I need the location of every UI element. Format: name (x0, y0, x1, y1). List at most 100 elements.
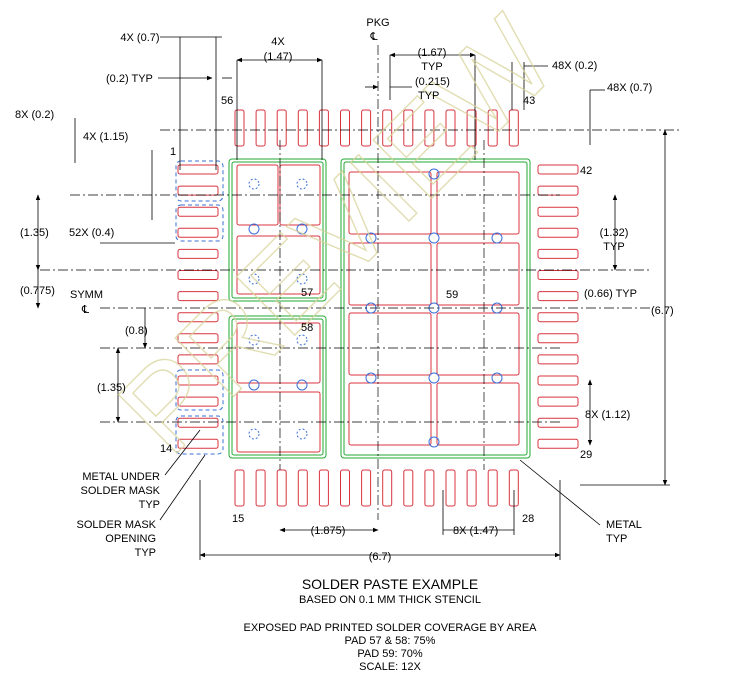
dim-1-35-upper: (1.35) (20, 227, 49, 239)
bottom-pad (255, 469, 266, 507)
dim-8x-1-47: 8X (1.47) (453, 525, 498, 537)
left-pad (177, 270, 219, 280)
top-pad (487, 109, 498, 147)
dim-0-775: (0.775) (20, 285, 55, 297)
dim-1-47-top: (1.47) (264, 51, 293, 63)
dim-1-32: (1.32) (600, 227, 629, 239)
exposed-pad-58 (228, 315, 327, 459)
pin-29: 29 (580, 449, 592, 461)
top-pad (361, 109, 372, 147)
right-pad (537, 185, 579, 196)
dimension-lines (35, 36, 670, 560)
right-pad (537, 354, 579, 365)
right-pad (537, 333, 579, 344)
top-pad (276, 109, 287, 147)
right-pad (537, 248, 579, 259)
bottom-pad (234, 469, 245, 507)
right-pad (537, 396, 579, 407)
right-pad (537, 438, 579, 449)
dim-1-35-lower: (1.35) (97, 382, 126, 394)
pin-59: 59 (446, 289, 458, 301)
metal-typ-label-2: TYP (606, 533, 627, 545)
symm-label: SYMM (70, 289, 103, 301)
coverage-heading: EXPOSED PAD PRINTED SOLDER COVERAGE BY A… (243, 622, 537, 634)
bottom-pad (487, 469, 498, 507)
left-pad (177, 227, 219, 238)
left-pad (177, 248, 219, 259)
exposed-pad-59 (340, 158, 531, 459)
left-pad (177, 291, 219, 302)
right-pad (537, 270, 579, 280)
pin-43: 43 (523, 95, 535, 107)
scale-note: SCALE: 12X (359, 661, 421, 673)
bottom-pad (445, 469, 456, 507)
left-pad (177, 312, 219, 323)
top-pad (382, 109, 393, 147)
top-pad (255, 109, 266, 147)
dim-0-8: (0.8) (125, 325, 148, 337)
exposed-pad-57 (228, 158, 327, 302)
bottom-pad (297, 469, 308, 507)
dim-48x-0-2: 48X (0.2) (552, 60, 597, 72)
dim-0-215: (0.215) (415, 76, 450, 88)
metal-under-label-3: TYP (139, 499, 160, 511)
solder-mask-openings (175, 160, 224, 455)
dim-0-215-typ: TYP (418, 90, 439, 102)
dim-4x-label: 4X (271, 36, 285, 48)
dim-6-7-right: (6.7) (651, 305, 674, 317)
dim-8x-0-2: 8X (0.2) (15, 109, 54, 121)
left-pad (177, 206, 219, 217)
right-pad (537, 206, 579, 217)
top-pad (424, 109, 435, 147)
pkg-cl-symbol: ℄ (369, 31, 377, 43)
right-pad (537, 375, 579, 386)
bottom-pad (403, 469, 414, 507)
metal-typ-label-1: METAL (606, 519, 642, 531)
right-pad (537, 417, 579, 428)
pin-42: 42 (580, 165, 592, 177)
example-subtitle: BASED ON 0.1 MM THICK STENCIL (299, 594, 481, 606)
dim-0-2-typ: (0.2) TYP (106, 73, 153, 85)
bottom-pad (361, 469, 372, 507)
right-pad (537, 291, 579, 302)
dim-1-32-typ: TYP (603, 241, 624, 253)
pin-1: 1 (170, 146, 176, 158)
top-pad (403, 109, 414, 147)
coverage-59: PAD 59: 70% (357, 648, 422, 660)
left-terminal-pads (177, 164, 219, 449)
top-pad (234, 109, 245, 147)
pin-numbers: 1 14 15 28 29 42 43 56 57 58 59 (160, 95, 592, 525)
pin-58: 58 (301, 322, 313, 334)
dim-4x-0-7: 4X (0.7) (120, 32, 159, 44)
top-pad (508, 109, 519, 147)
pin-57: 57 (301, 287, 313, 299)
dim-8x-1-12: 8X (1.12) (585, 409, 630, 421)
top-pad (297, 109, 308, 147)
left-pad (177, 396, 219, 407)
dim-4x-1-15: 4X (1.15) (83, 131, 128, 143)
preview-watermark: PREVIEW (94, 0, 580, 478)
bottom-pad (340, 469, 350, 507)
bottom-pad (382, 469, 393, 507)
dim-52x-0-4: 52X (0.4) (69, 227, 114, 239)
right-pad (537, 227, 579, 238)
right-pad (537, 312, 579, 323)
dim-48x-0-7: 48X (0.7) (607, 82, 652, 94)
bottom-terminal-pads (234, 469, 519, 507)
sm-opening-label-2: OPENING (105, 533, 156, 545)
bottom-pad (276, 469, 287, 507)
left-pad (177, 354, 219, 365)
left-pad (177, 375, 219, 386)
pkg-label: PKG (366, 17, 389, 29)
left-pad (177, 185, 219, 196)
sm-opening-label-3: TYP (135, 547, 156, 559)
left-pad (177, 417, 219, 428)
coverage-57-58: PAD 57 & 58: 75% (345, 635, 436, 647)
top-pad (445, 109, 456, 147)
top-pad (466, 109, 477, 147)
top-pad (340, 109, 350, 147)
pin-15: 15 (232, 513, 244, 525)
thermal-vias (248, 168, 503, 448)
symm-cl-symbol: ℄ (81, 304, 89, 316)
